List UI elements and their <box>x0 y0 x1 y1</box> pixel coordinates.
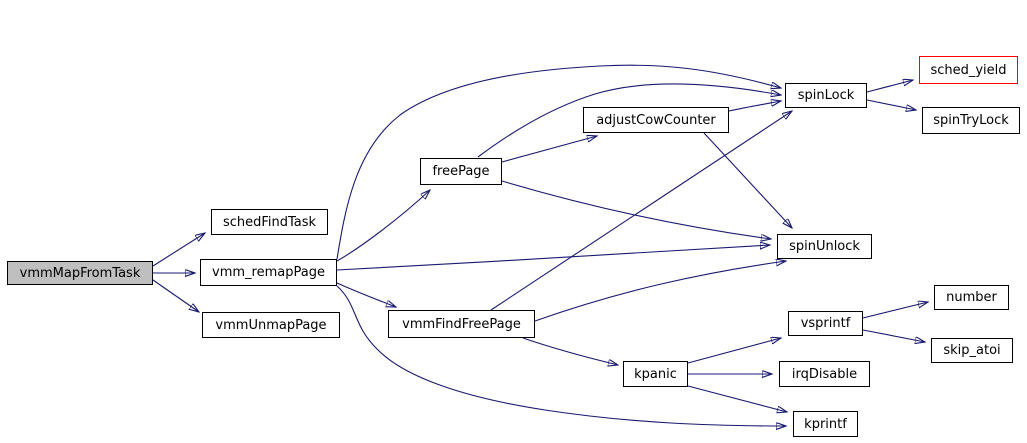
edge-vmm_remapPage-freePage <box>336 190 430 262</box>
node-spinLock[interactable]: spinLock <box>785 83 867 108</box>
edge-vmm_remapPage-spinLock <box>336 64 781 260</box>
node-spinTryLock[interactable]: spinTryLock <box>922 107 1020 134</box>
node-freePage[interactable]: freePage <box>420 158 502 185</box>
edge-vmmFindFreePage-spinUnlock <box>534 261 786 322</box>
edge-kpanic-kprintf <box>687 385 787 412</box>
edge-adjustCowCounter-spinLock <box>728 101 781 112</box>
edge-kpanic-vsprintf <box>687 338 781 364</box>
edge-spinLock-sched_yield <box>866 80 913 93</box>
edge-vmm_remapPage-spinUnlock <box>336 245 770 271</box>
edge-freePage-spinUnlock <box>501 180 771 239</box>
node-schedFindTask[interactable]: schedFindTask <box>211 209 328 235</box>
edge-freePage-adjustCowCounter <box>501 136 597 163</box>
node-vmmMapFromTask: vmmMapFromTask <box>7 261 153 285</box>
node-spinUnlock[interactable]: spinUnlock <box>777 234 872 259</box>
edge-freePage-spinLock <box>477 83 781 158</box>
node-sched_yield[interactable]: sched_yield <box>919 56 1018 84</box>
node-kpanic[interactable]: kpanic <box>623 361 688 387</box>
node-vmmFindFreePage[interactable]: vmmFindFreePage <box>388 310 535 338</box>
edge-vmm_remapPage-vmmFindFreePage <box>336 282 396 307</box>
edge-vsprintf-number <box>862 302 928 319</box>
edge-vmmFindFreePage-spinLock <box>490 111 792 311</box>
edge-spinLock-spinTryLock <box>866 99 916 110</box>
edge-vsprintf-skip_atoi <box>862 329 925 342</box>
node-adjustCowCounter[interactable]: adjustCowCounter <box>583 107 729 133</box>
node-kprintf[interactable]: kprintf <box>793 411 858 437</box>
node-vmm_remapPage[interactable]: vmm_remapPage <box>200 259 337 286</box>
node-vmmUnmapPage[interactable]: vmmUnmapPage <box>202 312 340 338</box>
edge-vmm_remapPage-kprintf <box>336 285 786 426</box>
node-irqDisable[interactable]: irqDisable <box>779 361 870 387</box>
node-skip_atoi[interactable]: skip_atoi <box>931 338 1013 363</box>
edge-adjustCowCounter-spinUnlock <box>703 132 792 228</box>
edge-vmmFindFreePage-kpanic <box>522 337 618 365</box>
node-vsprintf[interactable]: vsprintf <box>788 311 863 336</box>
edge-vmmMapFromTask-schedFindTask <box>152 233 205 267</box>
edge-vmmMapFromTask-vmmUnmapPage <box>152 279 199 312</box>
node-number[interactable]: number <box>934 285 1009 310</box>
